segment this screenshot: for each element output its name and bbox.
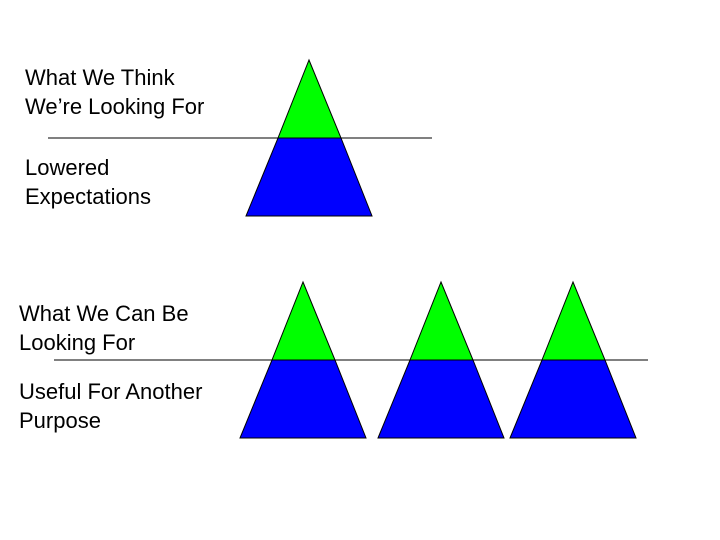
- pyramid-1-top-section: [277, 58, 342, 139]
- pyramid-2b-top-section: [409, 280, 474, 361]
- pyramid-2a-top-section: [271, 280, 336, 361]
- pyramid-2b: [377, 280, 505, 439]
- label-what-we-think: What We Think We’re Looking For: [25, 65, 205, 119]
- pyramid-1-bottom-section: [245, 137, 373, 217]
- pyramid-2b-bottom-section: [377, 359, 505, 439]
- pyramid-1: [245, 58, 373, 217]
- pyramid-2c-bottom-section: [509, 359, 637, 439]
- label-what-we-can-be: What We Can Be Looking For: [19, 301, 189, 355]
- pyramid-2c-top-section: [541, 280, 606, 361]
- label-useful-for-another-purpose: Useful For Another Purpose: [19, 379, 203, 433]
- pyramid-2a-bottom-section: [239, 359, 367, 439]
- label-lowered-expectations: Lowered Expectations: [25, 155, 151, 209]
- pyramid-2a: [239, 280, 367, 439]
